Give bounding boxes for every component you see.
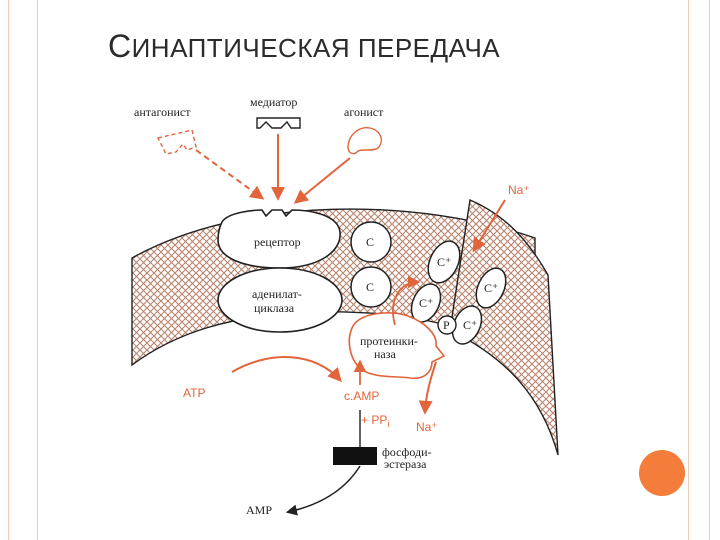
membrane-right-segment: [449, 199, 559, 456]
label-pde-2: эстераза: [384, 457, 427, 471]
label-atp: ATP: [183, 386, 205, 400]
atp-to-camp-arrow: [231, 356, 342, 383]
ci-oval-4: [451, 305, 483, 345]
label-camp: c.AMP: [344, 389, 379, 403]
label-amp: AMP: [246, 503, 272, 517]
label-agonist: агонист: [344, 105, 384, 119]
p-circle: [437, 315, 457, 335]
label-ci-2: C⁺: [419, 296, 433, 310]
label-mediator: медиатор: [250, 95, 297, 109]
label-pp: + PPi: [361, 413, 389, 429]
na-in-arrow: [472, 199, 506, 253]
receptor: [217, 209, 341, 269]
label-c2: C: [366, 280, 374, 294]
right-frame-decoration: [688, 0, 710, 540]
agonist-shape: [347, 127, 382, 155]
label-na-out: Na⁺: [416, 420, 438, 434]
title-initial: С: [108, 28, 132, 64]
antagonist-shape: [156, 129, 197, 155]
label-pde-1: фосфоди-: [382, 445, 432, 459]
adenylate-cyclase: [217, 267, 343, 333]
antagonist-arrow: [195, 149, 265, 200]
decorative-orange-dot: [639, 450, 685, 496]
phosphodiesterase-block: [333, 447, 377, 465]
c-subunit-2: [350, 266, 392, 308]
kinase-activation-curve: [392, 275, 421, 326]
pde-to-amp-arrow: [285, 465, 361, 516]
mediator-shape: [256, 117, 301, 129]
ci-oval-1: [427, 240, 461, 284]
label-ci-3: C⁺: [484, 281, 498, 295]
label-kinase-2: наза: [374, 347, 396, 361]
label-p: P: [443, 318, 450, 332]
label-pp-sub: i: [387, 419, 389, 429]
c-subunit-1: [350, 221, 392, 263]
label-adenylate-1: аденилат-: [252, 287, 302, 301]
slide-title: СИНАПТИЧЕСКАЯ ПЕРЕДАЧА: [108, 28, 500, 65]
label-ci-4: C⁺: [463, 318, 477, 332]
label-c1: C: [366, 235, 374, 249]
ci-oval-3: [475, 267, 507, 309]
label-ci-1: C⁺: [437, 255, 451, 269]
left-frame-decoration: [8, 0, 38, 540]
na-out-arrow: [418, 361, 437, 415]
label-receptor: рецептор: [254, 235, 301, 249]
label-antagonist: антагонист: [134, 105, 191, 119]
title-text: ИНАПТИЧЕСКАЯ ПЕРЕДАЧА: [131, 33, 501, 63]
label-pp-main: + PP: [361, 413, 387, 427]
label-kinase-1: протеинки-: [360, 334, 418, 348]
label-na-in: Na⁺: [508, 183, 530, 197]
label-adenylate-2: циклаза: [254, 301, 295, 315]
agonist-arrow: [293, 157, 351, 204]
